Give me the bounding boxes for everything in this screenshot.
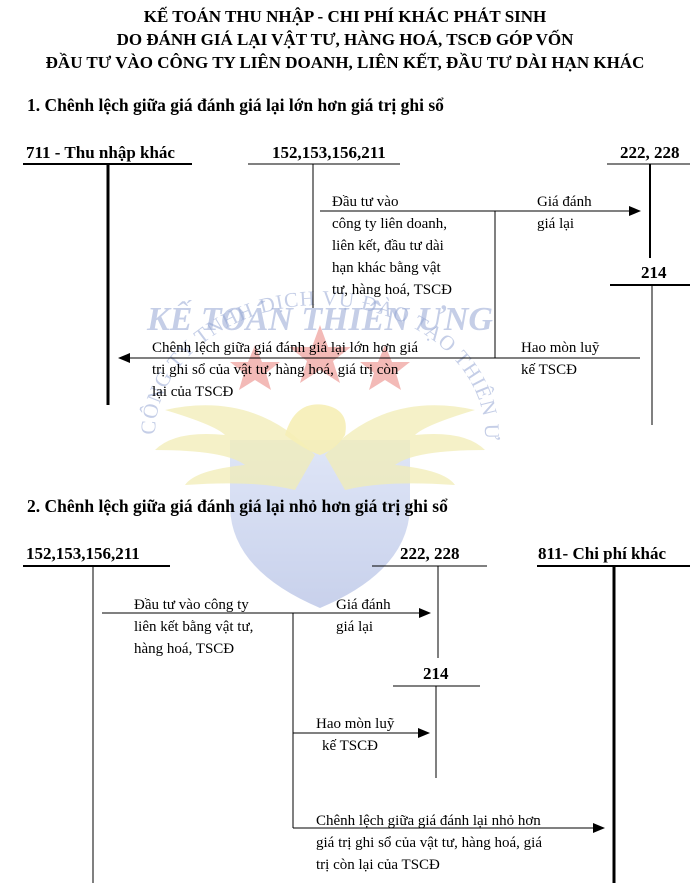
- star-center: [289, 325, 351, 383]
- shield-shape: [230, 440, 410, 608]
- section-2-heading: 2. Chênh lệch giữa giá đánh giá lại nhỏ …: [27, 496, 448, 516]
- star-left: [230, 345, 280, 390]
- wing-left: [155, 405, 315, 490]
- s2-depreciation-label: Hao mòn luỹ kế TSCĐ: [316, 716, 395, 754]
- watermark-logo: CÔNG TY TNHH DỊCH VỤ ĐÀO TẠO THIÊN ƯNG K…: [135, 250, 503, 608]
- account-711: 711 - Thu nhập khác: [26, 143, 175, 162]
- s1-depreciation-label: Hao mòn luỹ kế TSCĐ: [521, 340, 600, 378]
- account-214-s1: 214: [641, 263, 667, 282]
- s2-diff-label: Chênh lệch giữa giá đánh lại nhỏ hơn giá…: [316, 813, 542, 873]
- s1-revalue-label: Giá đánh giá lại: [537, 194, 592, 232]
- title-line-1: KẾ TOÁN THU NHẬP - CHI PHÍ KHÁC PHÁT SIN…: [143, 7, 547, 26]
- title-line-2: DO ĐÁNH GIÁ LẠI VẬT TƯ, HÀNG HOÁ, TSCĐ G…: [116, 30, 574, 49]
- account-152-s2: 152,153,156,211: [26, 544, 140, 563]
- s2-invest-label: Đầu tư vào công ty liên kết bằng vật tư,…: [134, 597, 254, 657]
- s2-revalue-label: Giá đánh giá lại: [336, 597, 391, 635]
- star-right: [360, 345, 410, 390]
- watermark-brand: KẾ TOÁN THIÊN ƯNG: [146, 300, 493, 338]
- s1-invest-label: Đầu tư vào công ty liên doanh, liên kết,…: [332, 194, 452, 298]
- section-1-heading: 1. Chênh lệch giữa giá đánh giá lại lớn …: [27, 95, 444, 115]
- s1-diff-label: Chênh lệch giữa giá đánh giá lại lớn hơn…: [152, 340, 419, 400]
- account-152-s1: 152,153,156,211: [272, 143, 386, 162]
- account-214-s2: 214: [423, 664, 449, 683]
- account-222-s2: 222, 228: [400, 544, 460, 563]
- title-line-3: ĐẦU TƯ VÀO CÔNG TY LIÊN DOANH, LIÊN KẾT,…: [45, 53, 645, 72]
- eagle-head: [285, 404, 346, 455]
- account-222-s1: 222, 228: [620, 143, 680, 162]
- account-811: 811- Chi phí khác: [538, 544, 667, 563]
- wing-right: [325, 405, 485, 490]
